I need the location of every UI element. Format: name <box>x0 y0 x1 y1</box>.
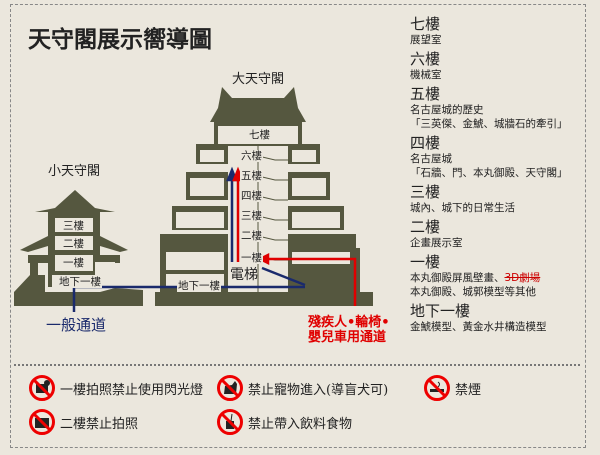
legend-floor: 五樓 <box>410 85 441 103</box>
castle-diagram <box>14 87 373 312</box>
rule-text: 一樓拍照禁止使用閃光燈 <box>60 382 204 398</box>
accessible-route-path <box>232 166 357 306</box>
rule-item: 禁止寵物進入(導盲犬可) <box>216 374 388 402</box>
legend-floor: 六樓 <box>410 50 441 68</box>
rule-text: 二樓禁止拍照 <box>60 416 139 432</box>
rule-item: 一樓拍照禁止使用閃光燈 <box>28 374 203 402</box>
no-pets-icon <box>217 375 243 401</box>
rule-item: 二樓禁止拍照 <box>28 408 138 436</box>
page-title: 天守閣展示嚮導圖 <box>28 26 212 53</box>
floor-label: 地下一樓 <box>177 280 221 292</box>
floor-label: 五樓 <box>240 170 263 182</box>
general-route-label: 一般通道 <box>46 316 107 334</box>
floor-label: 七樓 <box>248 129 271 141</box>
floor-legend: 七樓 展望室 六樓 機械室 五樓 名古屋城的歷史 「三英傑、金鯱、城牆石的牽引」… <box>410 12 568 334</box>
floor-label: 四樓 <box>240 190 263 202</box>
legend-floor: 地下一樓 <box>410 302 471 320</box>
legend-floor: 一樓 <box>410 253 441 271</box>
legend-desc: 「三英傑、金鯱、城牆石的牽引」 <box>410 118 568 130</box>
no-food-icon <box>217 409 243 435</box>
dashed-frame <box>10 4 586 448</box>
legend-desc: 城內、城下的日常生活 <box>410 202 515 214</box>
legend-desc: 機械室 <box>410 69 442 81</box>
legend-desc: 本丸御殿、城郭模型等其他 <box>410 286 536 298</box>
rule-item: 禁煙 <box>423 374 481 402</box>
legend-desc: 本丸御殿屏風壁畫、3D劇場 <box>410 271 568 285</box>
elevator-label: 電梯 <box>230 267 258 283</box>
legend-desc: 名古屋城的歷史 <box>410 104 484 116</box>
struck-item: 3D劇場 <box>504 272 541 284</box>
legend-floor: 二樓 <box>410 218 441 236</box>
legend-floor: 七樓 <box>410 15 441 33</box>
divider <box>14 364 580 366</box>
legend-floor: 四樓 <box>410 134 441 152</box>
floor-label: 二樓 <box>240 230 263 242</box>
legend-desc: 「石牆、門、本丸御殿、天守閣」 <box>410 167 568 179</box>
floor-label: 二樓 <box>62 238 85 250</box>
floor-label: 一樓 <box>62 257 85 269</box>
legend-floor: 三樓 <box>410 183 441 201</box>
accessible-route-line: 殘疾人•輪椅• <box>308 315 390 330</box>
accessible-route-label: 殘疾人•輪椅• 嬰兒車用通道 <box>308 315 390 345</box>
accessible-route-line: 嬰兒車用通道 <box>308 330 387 345</box>
no-smoking-icon <box>424 375 450 401</box>
floor-label: 地下一樓 <box>58 276 102 288</box>
rule-item: 禁止帶入飲料食物 <box>216 408 352 436</box>
floor-label: 三樓 <box>62 220 85 232</box>
no-flash-icon <box>29 375 55 401</box>
legend-desc: 金鯱模型、黃金水井構造模型 <box>410 321 547 333</box>
legend-desc: 企畫展示室 <box>410 237 463 249</box>
small-tower-title: 小天守閣 <box>48 164 101 179</box>
floor-label: 三樓 <box>240 210 263 222</box>
legend-desc: 展望室 <box>410 34 442 46</box>
rule-text: 禁止帶入飲料食物 <box>248 416 353 432</box>
rule-text: 禁煙 <box>455 382 482 398</box>
floor-label: 六樓 <box>240 150 263 162</box>
rule-text: 禁止寵物進入(導盲犬可) <box>248 382 389 398</box>
large-tower-title: 大天守閣 <box>232 72 285 87</box>
legend-desc: 名古屋城 <box>410 153 452 165</box>
floor-label: 一樓 <box>240 252 263 264</box>
legend-desc-text: 本丸御殿屏風壁畫、 <box>410 272 505 284</box>
no-photo-icon <box>29 409 55 435</box>
